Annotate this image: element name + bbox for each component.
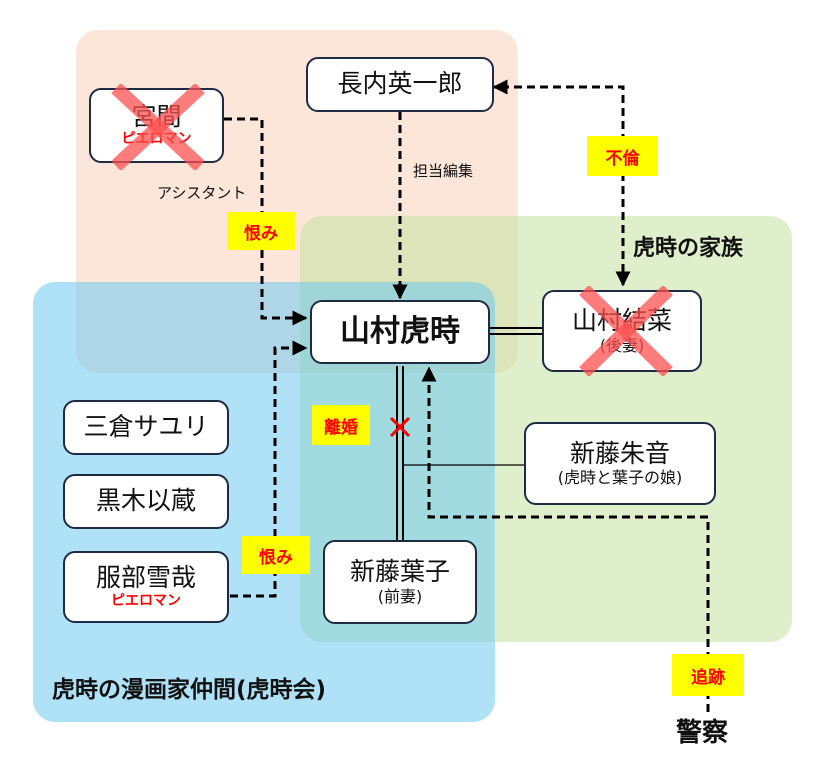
edge-label-pursuit: 追跡 (672, 654, 744, 696)
edge-label-assistant: アシスタント (157, 184, 247, 202)
node-name: 山村結菜 (571, 306, 672, 336)
edge-label-grudge-1: 恨み (227, 212, 295, 250)
edge-label-divorce: 離婚 (312, 405, 370, 445)
edge-label-grudge-2: 恨み (242, 536, 310, 574)
node-name: 宮間 (131, 101, 182, 131)
node-miyama[interactable]: 宮間 ピエロマン (89, 88, 224, 163)
edge-label-editor: 担当編集 (413, 162, 474, 180)
node-name: 三倉サユリ (83, 412, 209, 442)
node-name: 黒木以蔵 (95, 486, 196, 516)
node-tag: ピエロマン (111, 592, 181, 609)
node-hattori[interactable]: 服部雪哉 ピエロマン (63, 551, 229, 623)
node-sub: (前妻) (377, 586, 423, 606)
divorce-cross-icon (389, 416, 411, 438)
node-police[interactable]: 警察 (676, 718, 729, 748)
node-mikura[interactable]: 三倉サユリ (63, 400, 229, 455)
edge-hattori-toraji (230, 340, 308, 598)
node-shindo-yoko[interactable]: 新藤葉子 (前妻) (323, 540, 477, 624)
edge-police-toraji (421, 366, 710, 712)
node-shindo-akane[interactable]: 新藤朱音 (虎時と葉子の娘) (524, 422, 716, 505)
node-name: 新藤朱音 (569, 438, 670, 468)
node-sub: (後妻) (599, 335, 645, 355)
node-kuroki[interactable]: 黒木以蔵 (63, 474, 229, 529)
node-name: 長内英一郎 (337, 69, 463, 99)
node-tag: ピエロマン (121, 131, 192, 148)
node-sub: (虎時と葉子の娘) (557, 468, 683, 488)
edge-label-affair: 不倫 (587, 136, 658, 176)
node-yamamura-yuna[interactable]: 山村結菜 (後妻) (542, 290, 702, 372)
manga-friends-group-title: 虎時の漫画家仲間(虎時会) (52, 677, 327, 703)
node-name: 服部雪哉 (95, 563, 196, 593)
edge-affair (492, 79, 625, 285)
family-group-title: 虎時の家族 (633, 236, 744, 261)
node-osanai[interactable]: 長内英一郎 (306, 57, 494, 112)
node-name: 新藤葉子 (349, 557, 450, 587)
node-yamamura-toraji[interactable]: 山村虎時 (310, 300, 490, 364)
node-name: 山村虎時 (340, 313, 460, 349)
